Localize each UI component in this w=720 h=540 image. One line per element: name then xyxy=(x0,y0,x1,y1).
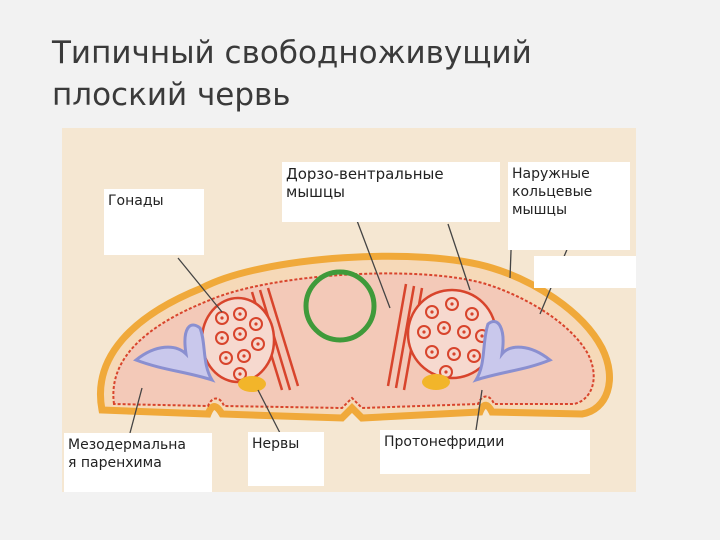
gonad-left xyxy=(200,296,276,384)
label-mesodermal-parenchyma: Мезодермальна я паренхима xyxy=(64,433,212,492)
flatworm-drawing xyxy=(97,217,613,434)
label-nerves: Нервы xyxy=(248,432,324,486)
protonephridium-right xyxy=(472,320,553,383)
label-outer-ring-muscles: Наружные кольцевые мышцы xyxy=(508,162,630,250)
protonephridium-left xyxy=(133,323,216,383)
label-dorso-ventral-muscles: Дорзо-вентральные мышцы xyxy=(282,162,500,222)
nerve-left xyxy=(238,376,266,392)
label-gonads: Гонады xyxy=(104,189,204,255)
gonad-right xyxy=(406,288,498,380)
slide-title: Типичный свободноживущий плоский червь xyxy=(52,35,532,113)
label-protonephridia: Протонефридии xyxy=(380,430,590,474)
gut-ring xyxy=(303,269,377,343)
nerve-right xyxy=(422,374,450,390)
label-blank-patch xyxy=(534,256,636,288)
flatworm-cross-section-figure: Гонады Дорзо-вентральные мышцы Наружные … xyxy=(62,128,636,492)
